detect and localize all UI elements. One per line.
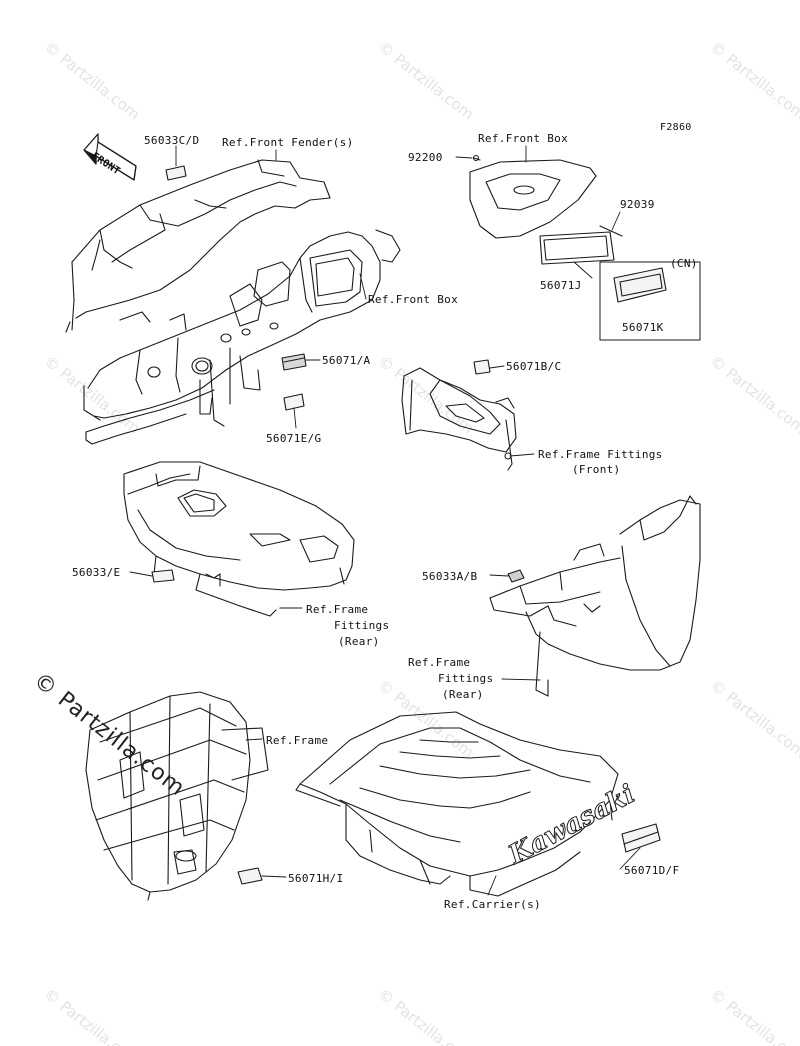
decal-56071bc [473, 359, 491, 375]
leader-lines [129, 145, 641, 896]
decal-56071hi [237, 867, 263, 885]
label-56071eg: 56071E/G [266, 432, 322, 445]
label-ref-front-fender: Ref.Front Fender(s) [222, 136, 354, 149]
label-56071j: 56071J [540, 279, 582, 292]
label-56033cd: 56033C/D [144, 134, 200, 147]
decal-56071eg [283, 393, 305, 411]
front-fender-drawing [65, 159, 331, 333]
label-ref-frame-fittings-rear-b-3: (Rear) [442, 688, 484, 701]
label-56071hi: 56071H/I [288, 872, 344, 885]
label-92039: 92039 [620, 198, 655, 211]
front-frame-fittings-drawing [401, 367, 517, 471]
rear-fender-drawing [123, 461, 355, 617]
label-56033ab: 56033A/B [422, 570, 478, 583]
label-56071k: 56071K [622, 321, 664, 334]
carrier-drawing [295, 711, 619, 897]
label-ref-frame-fittings-rear-b: Ref.Frame [408, 656, 471, 669]
label-ref-front-box-top: Ref.Front Box [478, 132, 568, 145]
decal-56071a [281, 353, 307, 371]
label-ref-frame-fittings-rear-b-2: Fittings [438, 672, 494, 685]
front-box-drawing [469, 154, 623, 265]
cn-bracket [599, 261, 701, 341]
label-ref-carrier: Ref.Carrier(s) [444, 898, 541, 911]
label-56071a: 56071/A [322, 354, 371, 367]
rear-frame-fittings-drawing [489, 495, 701, 697]
label-ref-frame-fittings-rear-a: Ref.Frame [306, 603, 369, 616]
decal-56071df [621, 823, 661, 853]
label-ref-frame-fittings-front-sub: (Front) [572, 463, 621, 476]
decal-56033cd [165, 165, 187, 181]
decal-56071k [613, 267, 667, 303]
label-56071bc: 56071B/C [506, 360, 562, 373]
label-ref-frame: Ref.Frame [266, 734, 329, 747]
label-ref-frame-fittings-front: Ref.Frame Fittings [538, 448, 663, 461]
decal-56033e [151, 569, 175, 583]
label-ref-frame-fittings-rear-a-2: Fittings [334, 619, 390, 632]
label-56071df: 56071D/F [624, 864, 680, 877]
decal-56033ab [507, 569, 525, 583]
label-ref-front-box-mid: Ref.Front Box [368, 293, 458, 306]
dash-panel-drawing [83, 229, 401, 445]
label-cn: (CN) [670, 257, 698, 270]
label-92200: 92200 [408, 151, 443, 164]
frame-drawing [85, 691, 269, 901]
label-56033e: 56033/E [72, 566, 121, 579]
label-ref-frame-fittings-rear-a-3: (Rear) [338, 635, 380, 648]
front-arrow-icon [83, 133, 137, 181]
figure-code: F2860 [660, 122, 692, 133]
